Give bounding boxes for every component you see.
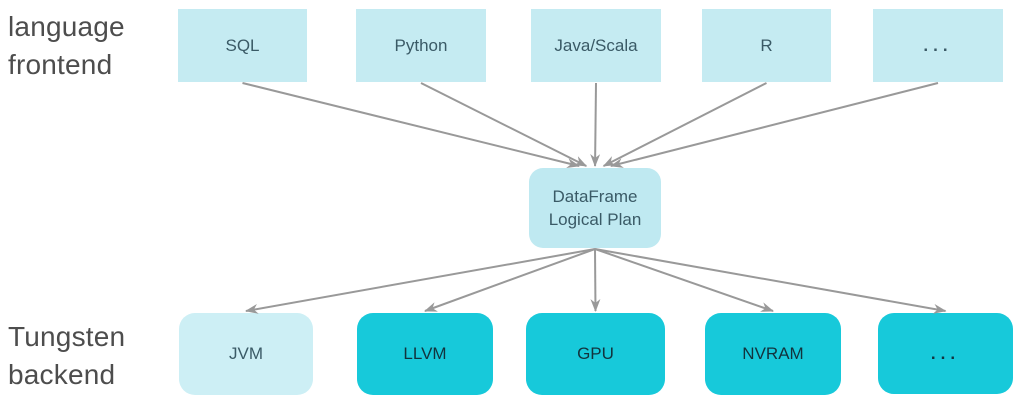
- node-java-scala-label: Java/Scala: [554, 35, 638, 55]
- node-sql-label: SQL: [225, 35, 260, 55]
- arrow-frontend-more-to-plan: [610, 82, 939, 168]
- backend-row-label-line1: Tungsten: [8, 321, 126, 352]
- node-gpu-label: GPU: [577, 344, 614, 363]
- arrow-plan-to-llvm: [424, 248, 596, 312]
- frontend-row-label-line1: language: [8, 11, 125, 42]
- arrow-sql-to-plan: [242, 82, 580, 168]
- node-sql: SQL: [178, 9, 307, 82]
- backend-row-label-line2: backend: [8, 359, 116, 390]
- node-python: Python: [356, 9, 486, 82]
- arrow-plan-to-gpu: [590, 248, 601, 312]
- node-frontend-more-label: ...: [923, 35, 953, 55]
- arrow-plan-to-backend-more: [594, 248, 947, 314]
- node-gpu: GPU: [526, 313, 665, 395]
- node-java-scala: Java/Scala: [531, 9, 661, 82]
- node-nvram-label: NVRAM: [742, 344, 804, 363]
- arrow-java-scala-to-plan: [590, 82, 601, 167]
- node-r: R: [702, 9, 831, 82]
- node-r-label: R: [760, 35, 773, 55]
- node-llvm-label: LLVM: [403, 344, 447, 363]
- arrow-plan-to-jvm: [245, 248, 596, 314]
- arrow-plan-to-nvram: [594, 248, 774, 312]
- backend-row-label: Tungsten backend: [8, 318, 125, 394]
- frontend-row-label-line2: frontend: [8, 49, 113, 80]
- arrow-r-to-plan: [602, 82, 767, 167]
- node-plan-label-line1: DataFrame: [552, 187, 638, 206]
- node-nvram: NVRAM: [705, 313, 841, 395]
- node-dataframe-logical-plan: DataFrame Logical Plan: [529, 168, 661, 248]
- node-frontend-more: ...: [873, 9, 1003, 82]
- node-python-label: Python: [394, 35, 448, 55]
- node-plan-label-line2: Logical Plan: [548, 210, 642, 229]
- node-jvm: JVM: [179, 313, 313, 395]
- arrow-python-to-plan: [420, 82, 588, 167]
- frontend-row-label: language frontend: [8, 8, 125, 84]
- node-backend-more-label: ...: [930, 343, 961, 363]
- node-llvm: LLVM: [357, 313, 493, 395]
- node-jvm-label: JVM: [229, 344, 263, 363]
- node-backend-more: ...: [878, 313, 1013, 394]
